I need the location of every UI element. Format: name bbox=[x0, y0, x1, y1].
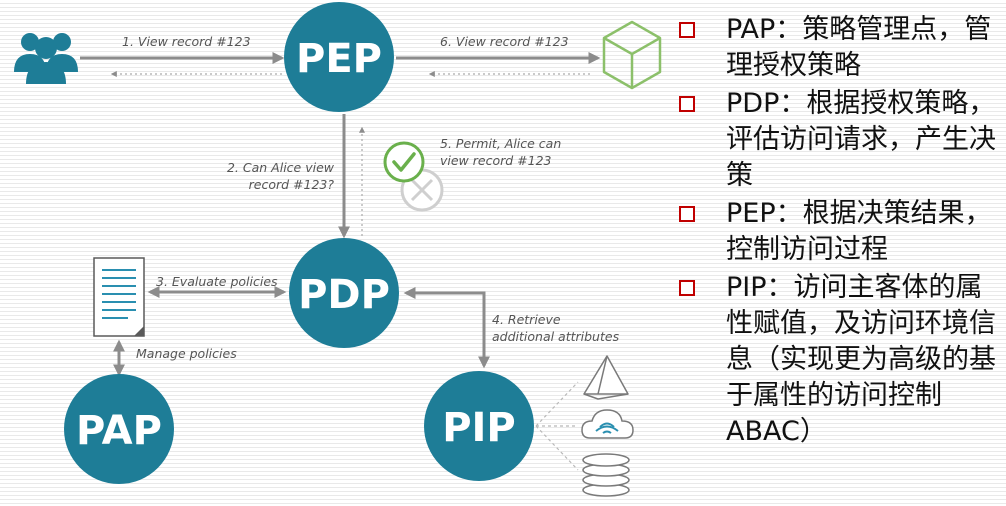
attribute-source-connectors bbox=[535, 381, 579, 471]
pyramid-icon bbox=[583, 355, 629, 400]
xacml-architecture-diagram: 1. View record #123 6. View record #123 … bbox=[14, 2, 662, 497]
bullet-item-pdp: PDP：根据授权策略，评估访问请求，产生决策 bbox=[672, 86, 1004, 194]
step-4-label-line1: 4. Retrieve bbox=[492, 312, 561, 327]
pap-node bbox=[64, 374, 174, 484]
cube-icon bbox=[602, 20, 662, 90]
pdp-label: PDP bbox=[298, 272, 390, 318]
bullet-item-pep: PEP：根据决策结果，控制访问过程 bbox=[672, 196, 1004, 268]
policy-document-icon bbox=[93, 257, 145, 337]
pdp-node bbox=[289, 238, 399, 348]
bullet-text: PDP：根据授权策略，评估访问请求，产生决策 bbox=[726, 88, 996, 191]
check-and-cross-icon bbox=[383, 141, 444, 212]
pep-node bbox=[284, 2, 394, 112]
bullet-item-pip: PIP：访问主客体的属性赋值，及访问环境信息（实现更为高级的基于属性的访问控制A… bbox=[672, 270, 1004, 450]
pip-node bbox=[424, 371, 534, 481]
step-5-label-line2: view record #123 bbox=[440, 153, 552, 168]
users-group-icon bbox=[14, 33, 78, 84]
bullet-text: PAP：策略管理点，管理授权策略 bbox=[726, 14, 992, 81]
step-2-label-line2: record #123? bbox=[249, 177, 335, 192]
bullet-box-icon bbox=[679, 280, 695, 296]
bullet-box-icon bbox=[679, 22, 695, 38]
cloud-icon bbox=[581, 409, 634, 439]
bullet-text: PIP：访问主客体的属性赋值，及访问环境信息（实现更为高级的基于属性的访问控制A… bbox=[726, 272, 996, 447]
pep-label: PEP bbox=[296, 36, 382, 82]
step-2-label-line1: 2. Can Alice view bbox=[227, 160, 335, 175]
arrow-pdp-pip bbox=[403, 287, 490, 369]
step-5-label-line1: 5. Permit, Alice can bbox=[440, 136, 561, 151]
step-6-label: 6. View record #123 bbox=[440, 34, 569, 49]
step-3-label: 3. Evaluate policies bbox=[156, 274, 278, 289]
step-4-label-line2: additional attributes bbox=[492, 329, 620, 344]
bullet-box-icon bbox=[679, 206, 695, 222]
pap-label: PAP bbox=[76, 408, 162, 454]
bullet-text: PEP：根据决策结果，控制访问过程 bbox=[726, 198, 992, 265]
bullet-box-icon bbox=[679, 96, 695, 112]
step-1-label: 1. View record #123 bbox=[122, 34, 251, 49]
concept-bullet-list: PAP：策略管理点，管理授权策略 PDP：根据授权策略，评估访问请求，产生决策 … bbox=[672, 12, 1004, 452]
database-icon bbox=[582, 453, 630, 497]
bullet-item-pap: PAP：策略管理点，管理授权策略 bbox=[672, 12, 1004, 84]
pip-label: PIP bbox=[442, 405, 516, 451]
manage-policies-label: Manage policies bbox=[136, 346, 237, 361]
